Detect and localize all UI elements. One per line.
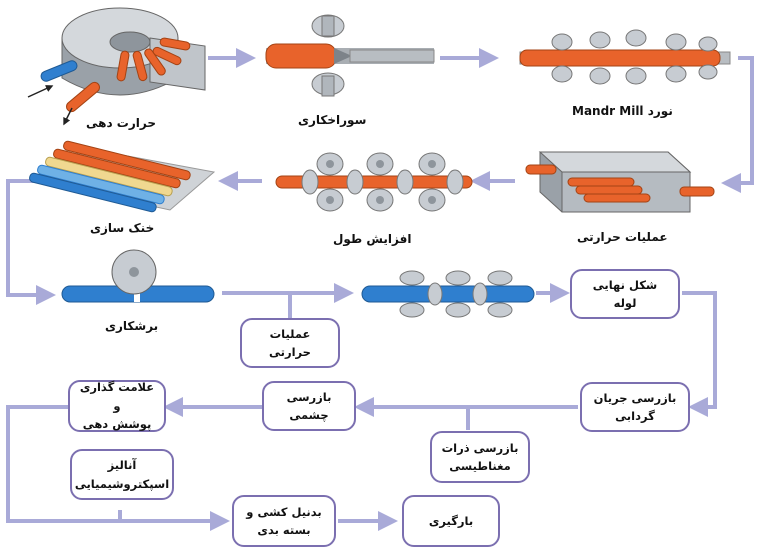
flow-connectors (6, 48, 754, 531)
box-final-shape: شکل نهایی لوله (570, 269, 680, 319)
heat-treatment-furnace (525, 151, 715, 213)
final-sizing-rolls (361, 270, 535, 318)
cooling-bed (29, 140, 216, 213)
heating-furnace (27, 7, 206, 126)
arrow-mill-to-heat-treatment (721, 56, 754, 193)
box-heat-treatment: عملیات حرارتی (240, 318, 340, 368)
box-marking-coating: علامت گذاری و پوشش دهی (68, 380, 166, 432)
label-stretch-reducing: افزایش طول (333, 232, 412, 246)
label-cutting: برشکاری (105, 319, 159, 333)
arrow-marking-to-bundling (6, 405, 230, 531)
box-eddy-current: بازرسی جریان گردابی (580, 382, 690, 432)
box-spectro-analysis: آنالیز اسپکتروشیمیایی (70, 449, 174, 500)
label-heat-treatment-top: عملیات حرارتی (577, 230, 668, 244)
stretch-reducing-mill (275, 152, 473, 212)
box-loading: بارگیری (402, 495, 500, 547)
label-cooling: خنک سازی (90, 221, 155, 235)
cutting-saw (61, 249, 215, 303)
label-heating: حرارت دهی (86, 116, 156, 130)
label-mandrel-mill: نورد Mandr Mill (572, 104, 673, 118)
label-piercing: سوراخکاری (298, 113, 367, 127)
box-magnetic-particle: بازرسی ذرات مغناطیسی (430, 431, 530, 483)
arrow-final-to-eddy (682, 291, 717, 417)
arrow-cooling-to-cutting (6, 179, 56, 305)
piercing-mill (265, 14, 435, 97)
box-visual-inspection: بازرسی چشمی (262, 381, 356, 431)
mandrel-mill (519, 29, 731, 85)
box-bundling: بدنیل کشی و بسته بدی (232, 495, 336, 547)
